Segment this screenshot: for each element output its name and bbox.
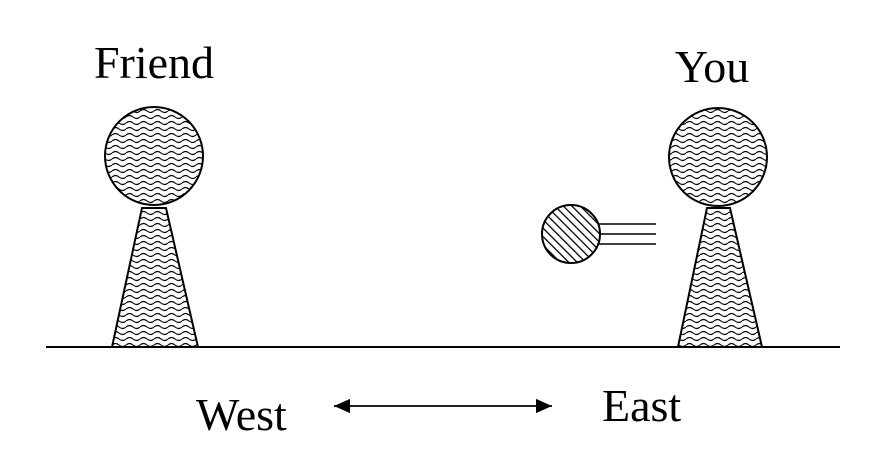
east-label: East — [602, 380, 681, 431]
you-head — [668, 107, 768, 207]
ball-icon — [541, 204, 601, 264]
you-label: You — [675, 41, 750, 92]
friend-body — [110, 207, 200, 348]
you-body — [676, 207, 764, 348]
west-label: West — [196, 389, 287, 440]
ball-group — [541, 204, 656, 264]
friend-label: Friend — [94, 37, 214, 88]
friend-head — [104, 106, 204, 206]
friend-figure: Friend — [94, 37, 214, 348]
you-figure: You — [668, 41, 768, 348]
motion-lines-icon — [598, 223, 656, 245]
